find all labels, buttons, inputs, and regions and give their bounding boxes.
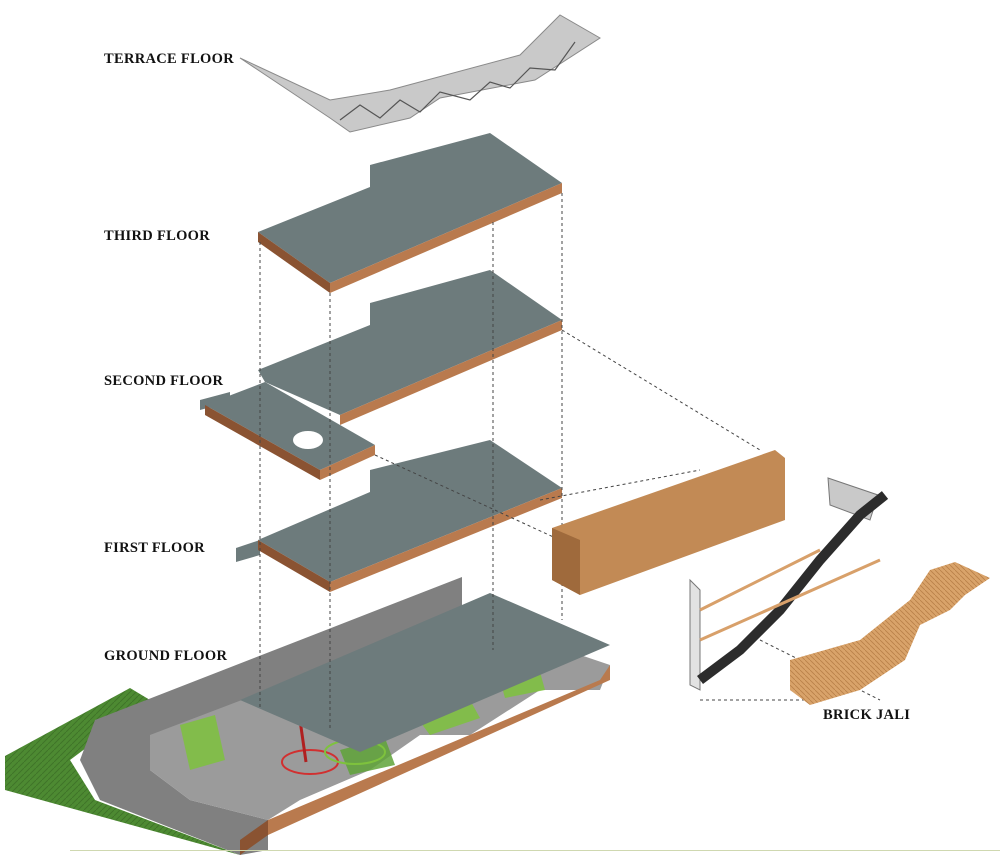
second-floor-label: SECOND FLOOR	[104, 373, 224, 389]
second-floor-void	[293, 431, 323, 449]
third-floor-plate	[258, 133, 562, 293]
first-floor-label: FIRST FLOOR	[104, 540, 205, 556]
terrace-floor-truss	[239, 14, 601, 133]
steel-stair-structure	[689, 477, 889, 691]
brick-jali-label: BRICK JALI	[823, 707, 911, 723]
sculpture	[298, 719, 308, 763]
first-floor-plate	[236, 440, 562, 592]
baseline-divider	[70, 850, 1000, 851]
lawn-area	[5, 688, 240, 855]
terrace-floor-label: TERRACE FLOOR	[104, 51, 234, 67]
ground-floor-plate	[240, 593, 610, 752]
site-edge-brick	[268, 665, 610, 835]
site-edge-side	[240, 820, 268, 855]
ground-floor-label: GROUND FLOOR	[104, 648, 228, 664]
jali-screen	[790, 562, 990, 705]
landscape-green	[180, 715, 225, 770]
second-floor-plate	[200, 270, 562, 480]
third-floor-label: THIRD FLOOR	[104, 228, 211, 244]
brick-jali-panel	[552, 450, 785, 595]
ground-floor-site	[5, 577, 610, 855]
landscape-green	[415, 700, 480, 735]
